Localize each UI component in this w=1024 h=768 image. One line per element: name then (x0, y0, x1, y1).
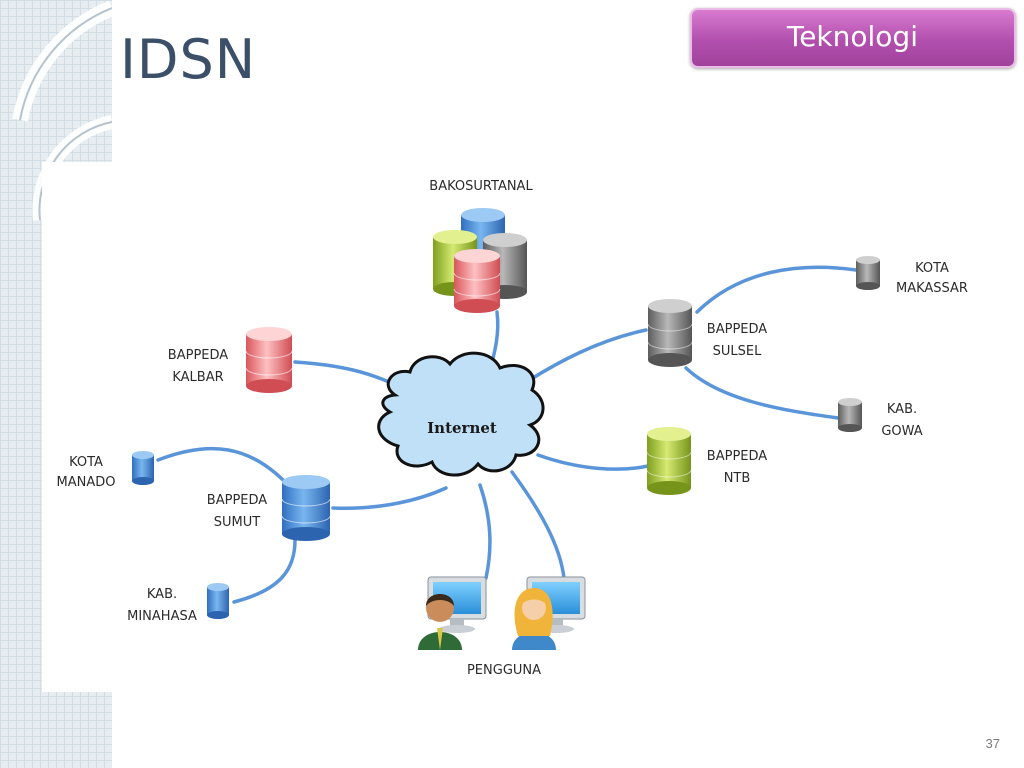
link-pengguna-2 (510, 470, 566, 580)
tag-button-teknologi[interactable]: Teknologi (690, 8, 1016, 68)
label-gowa-line2: GOWA (881, 424, 922, 439)
label-gowa-line1: KAB. (887, 402, 917, 417)
link-manado (156, 446, 290, 487)
label-manado-line2: MANADO (57, 475, 116, 490)
label-manado-line1: KOTA (69, 455, 103, 470)
link-minahasa (232, 538, 297, 604)
label-ntb-line1: BAPPEDA (707, 449, 767, 464)
tag-button-label: Teknologi (786, 20, 918, 53)
label-makassar-line1: KOTA (915, 261, 949, 276)
user-female-computer-icon (512, 576, 586, 650)
link-kalbar (293, 360, 404, 390)
label-minahasa-line1: KAB. (147, 587, 177, 602)
label-makassar-line2: MAKASSAR (896, 281, 968, 296)
ntb-db-icon (646, 427, 692, 495)
label-sulsel-line2: SULSEL (713, 344, 762, 359)
label-kalbar-line1: BAPPEDA (168, 348, 228, 363)
decorative-arcs (12, 0, 112, 221)
user-male-computer-icon (418, 576, 487, 650)
link-ntb (536, 453, 650, 471)
internet-cloud-icon (377, 351, 545, 477)
label-pengguna: PENGGUNA (467, 663, 541, 678)
label-bakosurtanal: BAKOSURTANAL (429, 179, 533, 194)
label-kalbar-line2: KALBAR (172, 370, 223, 385)
minahasa-db-icon (207, 583, 229, 619)
kalbar-db-icon (245, 327, 293, 393)
link-pengguna-1 (478, 483, 492, 580)
link-makassar (695, 265, 858, 314)
link-sulsel (515, 328, 648, 390)
sulsel-db-icon (647, 299, 693, 367)
label-minahasa-line2: MINAHASA (127, 609, 197, 624)
sumut-db-icon (281, 475, 331, 541)
link-sumut (331, 486, 448, 511)
internet-label: Internet (427, 419, 497, 437)
label-sumut-line2: SUMUT (214, 515, 260, 530)
makassar-db-icon (856, 256, 880, 290)
label-sumut-line1: BAPPEDA (207, 493, 267, 508)
node-labels: BAKOSURTANAL BAPPEDA KALBAR KOTA MANADO … (57, 179, 968, 678)
link-gowa (684, 366, 840, 420)
page-number: 37 (985, 736, 1000, 751)
bakosurtanal-db-cluster-icon (433, 208, 527, 313)
label-sulsel-line1: BAPPEDA (707, 322, 767, 337)
manado-db-icon (132, 451, 154, 485)
connection-lines (156, 265, 858, 604)
label-ntb-line2: NTB (724, 471, 751, 486)
gowa-db-icon (838, 398, 862, 432)
slide-title: IDSN (120, 28, 257, 91)
